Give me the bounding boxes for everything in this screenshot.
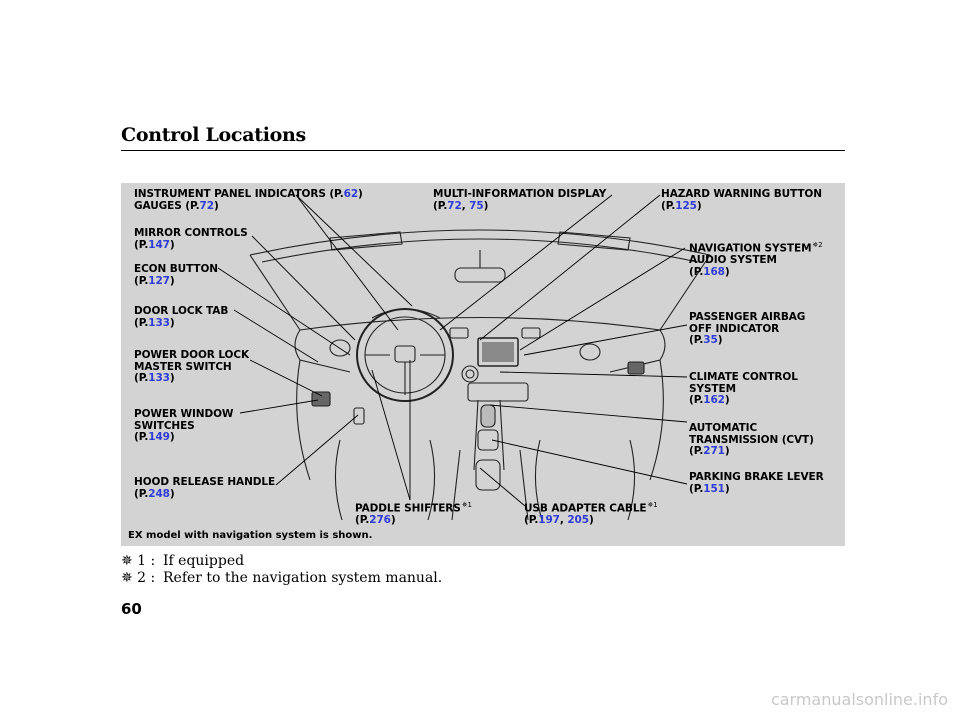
page-ref[interactable]: 276 [369, 514, 391, 526]
page-ref[interactable]: 197 [538, 514, 560, 526]
label-hazard-warning: HAZARD WARNING BUTTON (P.125) [661, 188, 822, 212]
page-ref[interactable]: 125 [675, 199, 697, 212]
title-rule [121, 150, 845, 151]
page-ref[interactable]: 72 [447, 199, 462, 212]
page-ref[interactable]: 62 [343, 188, 359, 200]
page-ref[interactable]: 168 [703, 265, 725, 278]
label-hood-release: HOOD RELEASE HANDLE (P.248) [134, 476, 276, 500]
label-parking-brake: PARKING BRAKE LEVER (P.151) [689, 471, 824, 495]
label-automatic-transmission: AUTOMATIC TRANSMISSION (CVT) (P.271) [689, 422, 814, 457]
page-ref[interactable]: 75 [469, 199, 484, 212]
footnote-marker: ✵ 1 : [121, 553, 156, 569]
page-ref[interactable]: 35 [703, 334, 718, 346]
page-ref[interactable]: 149 [148, 431, 170, 443]
label-multi-info-display: MULTI-INFORMATION DISPLAY (P.72, 75) [433, 188, 607, 212]
label-paddle-shifters: PADDLE SHIFTERS✵1 (P.276) [355, 501, 472, 526]
page-ref[interactable]: 205 [567, 514, 589, 526]
footnote-text: If equipped [163, 553, 245, 569]
page-number: 60 [121, 600, 142, 618]
label-power-window: POWER WINDOW SWITCHES (P.149) [134, 408, 234, 443]
page-ref[interactable]: 147 [148, 238, 170, 251]
diagram-panel [121, 183, 845, 546]
diagram-caption: EX model with navigation system is shown… [128, 530, 373, 541]
label-usb-adapter: USB ADAPTER CABLE✵1 (P.197, 205) [524, 501, 658, 526]
label-mirror-controls: MIRROR CONTROLS (P.147) [134, 227, 248, 251]
footnote-marker: ✵ 2 : [121, 570, 156, 586]
page-ref[interactable]: 133 [148, 316, 170, 329]
label-navigation-system: NAVIGATION SYSTEM✵2 AUDIO SYSTEM (P.168) [689, 241, 823, 278]
footnote-2: ✵ 2 : Refer to the navigation system manu… [121, 570, 442, 586]
label-instrument-panel: INSTRUMENT PANEL INDICATORS (P.62) GAUGE… [134, 188, 363, 212]
page-ref[interactable]: 151 [703, 482, 725, 495]
label-econ-button: ECON BUTTON (P.127) [134, 263, 218, 287]
label-passenger-airbag: PASSENGER AIRBAG OFF INDICATOR (P.35) [689, 311, 806, 346]
page-ref[interactable]: 271 [703, 445, 725, 457]
label-door-lock-tab: DOOR LOCK TAB (P.133) [134, 305, 229, 329]
footnote-text: Refer to the navigation system manual. [163, 570, 443, 586]
page-ref[interactable]: 133 [148, 372, 170, 384]
footnote-1: ✵ 1 : If equipped [121, 553, 244, 569]
page-ref[interactable]: 72 [199, 199, 215, 212]
label-power-door-lock: POWER DOOR LOCK MASTER SWITCH (P.133) [134, 349, 250, 384]
page-ref[interactable]: 248 [148, 487, 170, 500]
page-title: Control Locations [121, 124, 306, 146]
page-ref[interactable]: 162 [703, 394, 725, 406]
page-ref[interactable]: 127 [148, 274, 170, 287]
label-climate-control: CLIMATE CONTROL SYSTEM (P.162) [689, 371, 798, 406]
watermark: carmanualsonline.info [770, 690, 948, 709]
